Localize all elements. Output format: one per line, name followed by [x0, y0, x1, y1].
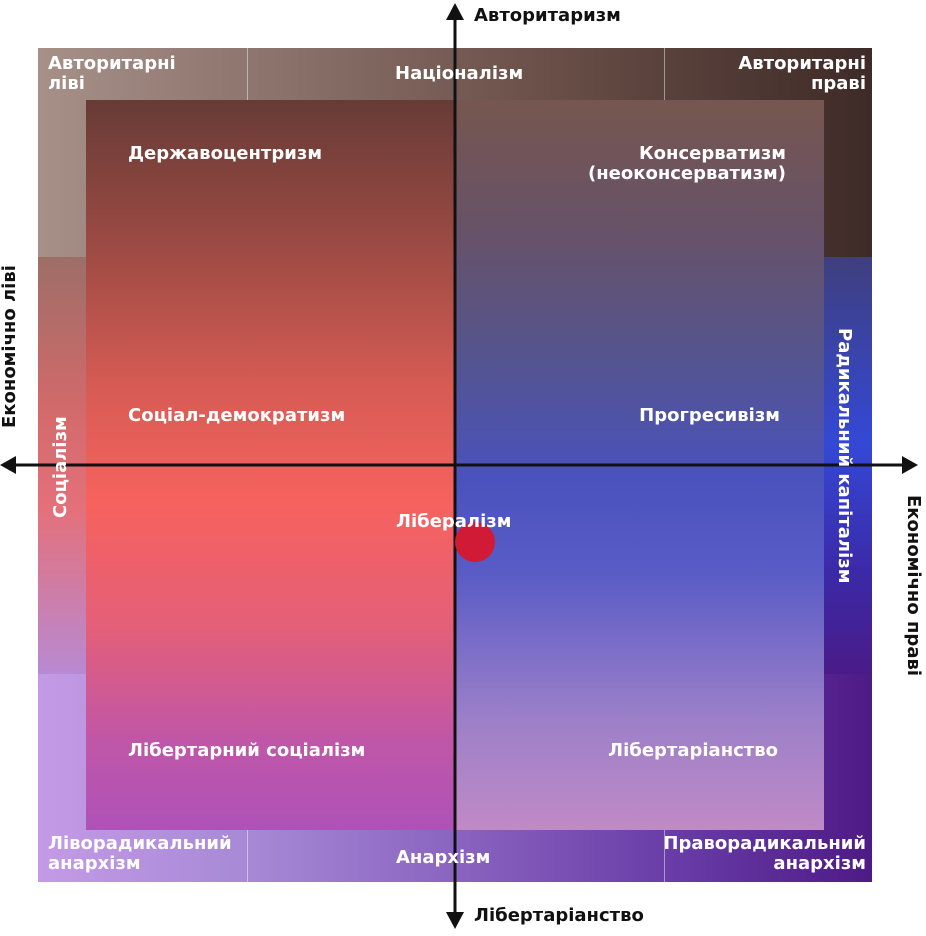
top-band-separator-right	[664, 48, 665, 100]
bottom-band-separator-right	[664, 830, 665, 882]
label-authoritarian-left: Авторитарні ліві	[48, 54, 176, 94]
label-right-radical-anarchism-line2: анархізм	[773, 853, 866, 874]
axis-label-left: Економічно ліві	[0, 265, 20, 428]
label-right-radical-anarchism-line1: Праворадикальний	[663, 833, 866, 854]
label-socialism: Соціалізм	[50, 416, 71, 518]
label-authoritarian-right-line1: Авторитарні	[738, 53, 866, 74]
label-libertarianism: Лібертаріанство	[608, 740, 778, 761]
arrow-right-icon	[902, 456, 918, 474]
label-authoritarian-left-line2: ліві	[48, 73, 85, 94]
arrow-down-icon	[446, 912, 464, 929]
label-conservatism-line1: Консерватизм	[638, 143, 786, 164]
label-progressivism: Прогресивізм	[639, 405, 780, 426]
label-authoritarian-left-line1: Авторитарні	[48, 53, 176, 74]
label-libertarian-socialism: Лібертарний соціалізм	[128, 740, 366, 761]
label-nationalism: Націоналізм	[395, 63, 524, 84]
top-band-separator-left	[247, 48, 248, 100]
axis-label-bottom: Лібертаріанство	[474, 905, 644, 926]
label-left-radical-anarchism-line1: Ліворадикальний	[48, 833, 232, 854]
label-statism: Державоцентризм	[128, 143, 323, 164]
label-liberalism: Лібералізм	[396, 511, 512, 532]
label-right-radical-anarchism: Праворадикальний анархізм	[650, 834, 866, 874]
axis-label-top: Авторитаризм	[474, 5, 621, 26]
label-left-radical-anarchism-line2: анархізм	[48, 853, 141, 874]
label-conservatism-line2: (неоконсерватизм)	[588, 163, 786, 184]
label-authoritarian-right: Авторитарні праві	[700, 54, 866, 94]
axis-label-right: Економічно праві	[903, 495, 924, 677]
position-marker	[455, 522, 495, 562]
label-authoritarian-right-line2: праві	[810, 73, 866, 94]
label-conservatism: Консерватизм (неоконсерватизм)	[560, 144, 786, 184]
arrow-up-icon	[446, 3, 464, 20]
bottom-band-separator-left	[247, 830, 248, 882]
label-anarchism: Анархізм	[396, 847, 491, 868]
label-left-radical-anarchism: Ліворадикальний анархізм	[48, 834, 232, 874]
label-social-democracy: Соціал-демократизм	[128, 405, 346, 426]
label-radical-capitalism: Радикальний капіталізм	[834, 328, 855, 584]
arrow-left-icon	[0, 456, 16, 474]
